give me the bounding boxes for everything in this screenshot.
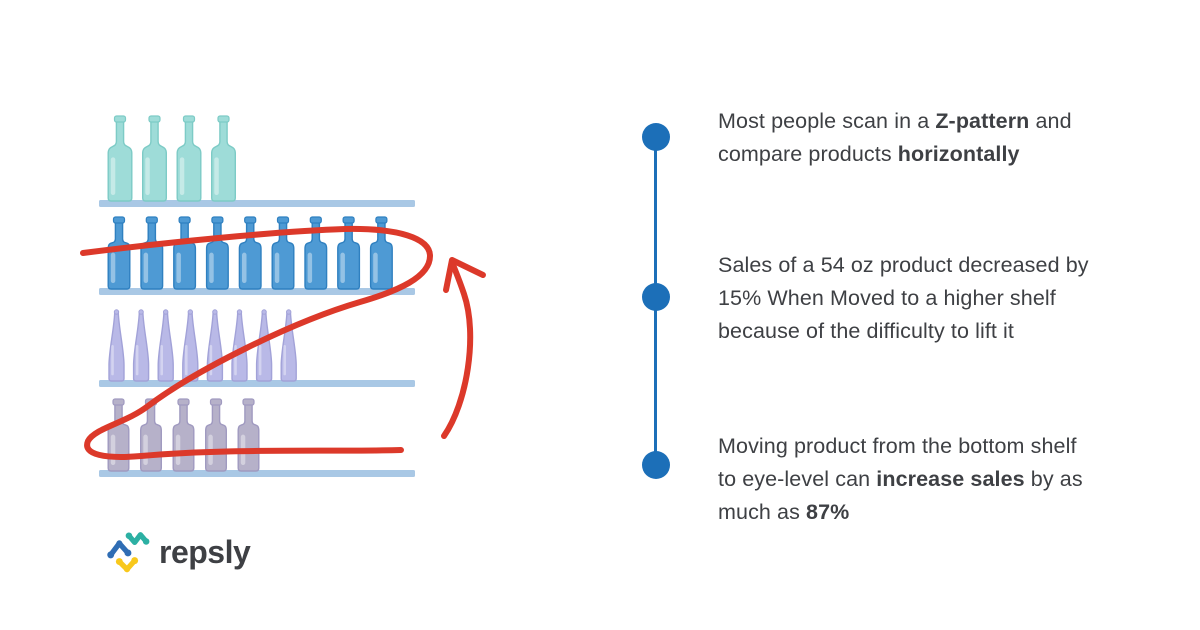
bottle bbox=[231, 309, 248, 382]
z-pattern-annotation bbox=[80, 225, 433, 460]
bottle bbox=[304, 216, 328, 290]
bottle bbox=[280, 309, 297, 382]
bottle bbox=[337, 216, 361, 290]
timeline-text-line: Sales of a 54 oz product decreased by bbox=[718, 253, 1089, 277]
bottle bbox=[108, 309, 125, 382]
logo-teal-zigzag bbox=[125, 532, 150, 546]
repsly-logo-icon bbox=[107, 532, 150, 573]
bottle bbox=[107, 216, 131, 290]
bottle bbox=[238, 216, 262, 290]
logo-blue-chevron bbox=[107, 540, 132, 559]
timeline-text-line: to eye-level can increase sales by as bbox=[718, 467, 1083, 491]
arrow-head bbox=[443, 257, 486, 293]
timeline-text-line: 15% When Moved to a higher shelf bbox=[718, 286, 1056, 310]
repsly-logo: repsly bbox=[104, 528, 251, 576]
timeline-text-line: compare products horizontally bbox=[718, 142, 1020, 166]
shelf-board bbox=[99, 470, 415, 477]
shelf-row-top-shelf bbox=[99, 115, 415, 207]
repsly-logo-text: repsly bbox=[159, 534, 251, 570]
bottle bbox=[173, 216, 197, 290]
shelf-row-middle-shelf bbox=[99, 309, 415, 387]
shelf-board bbox=[99, 288, 415, 295]
bottle bbox=[157, 309, 174, 382]
shelves-layer bbox=[99, 115, 415, 477]
timeline-text-line: Moving product from the bottom shelf bbox=[718, 434, 1077, 458]
bottle bbox=[182, 309, 199, 382]
timeline-dot-1 bbox=[642, 123, 670, 151]
bottle bbox=[176, 115, 202, 202]
shelf-board bbox=[99, 200, 415, 207]
bottle bbox=[132, 309, 150, 382]
timeline-text-line: because of the difficulty to lift it bbox=[718, 319, 1015, 343]
bottle bbox=[237, 398, 260, 472]
bottle bbox=[142, 115, 167, 202]
arrow-up-annotation bbox=[441, 257, 486, 439]
bottle bbox=[205, 398, 227, 472]
bottle bbox=[107, 115, 133, 202]
bottle bbox=[255, 309, 273, 382]
timeline-text-line: Most people scan in a Z-pattern and bbox=[718, 109, 1072, 133]
shelf-illustration bbox=[80, 115, 486, 477]
bottle bbox=[271, 216, 295, 290]
bottle bbox=[205, 216, 229, 290]
arrow-shaft bbox=[441, 259, 474, 439]
timeline-item-3: Moving product from the bottom shelf to e… bbox=[718, 430, 1148, 529]
timeline-item-2: Sales of a 54 oz product decreased by 15%… bbox=[718, 249, 1148, 348]
timeline-item-1: Most people scan in a Z-pattern and compa… bbox=[718, 105, 1148, 171]
bottle bbox=[107, 398, 130, 472]
timeline-dot-2 bbox=[642, 283, 670, 311]
timeline-dot-3 bbox=[642, 451, 670, 479]
logo-yellow-chevron bbox=[115, 557, 139, 573]
bottle bbox=[172, 398, 195, 472]
timeline-text-line: much as 87% bbox=[718, 500, 850, 524]
bottle bbox=[211, 115, 236, 202]
bottle bbox=[140, 216, 164, 290]
